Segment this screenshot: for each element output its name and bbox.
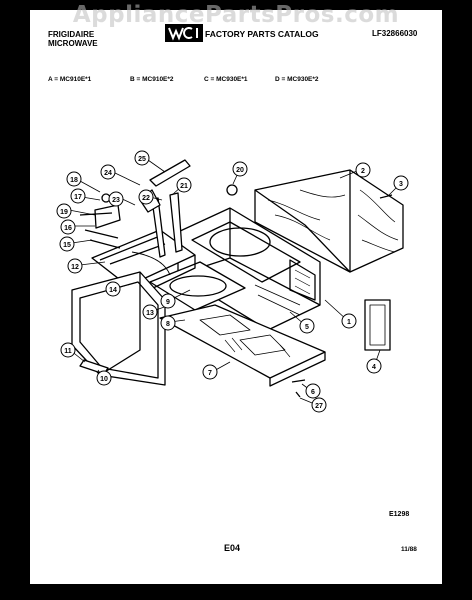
svg-text:12: 12: [71, 264, 79, 271]
callout-17: 17: [70, 188, 86, 204]
callout-27: 27: [311, 397, 327, 413]
callout-21: 21: [176, 177, 192, 193]
svg-text:8: 8: [166, 321, 170, 328]
catalog-title: FACTORY PARTS CATALOG: [205, 29, 319, 39]
page-number: E04: [224, 543, 241, 553]
svg-text:13: 13: [146, 310, 154, 317]
callout-7: 7: [202, 364, 218, 380]
svg-text:9: 9: [166, 299, 170, 306]
callout-11: 11: [60, 342, 76, 358]
svg-text:18: 18: [70, 177, 78, 184]
callout-18: 18: [66, 171, 82, 187]
svg-text:4: 4: [372, 364, 376, 371]
callouts: 24 25 20 2 3 18 17 23 22 21 19 16 15 12 …: [56, 150, 409, 413]
callout-19: 19: [56, 203, 72, 219]
brand-line-1: FRIGIDAIRE: [48, 30, 95, 39]
svg-text:10: 10: [100, 376, 108, 383]
brand-block: FRIGIDAIRE MICROWAVE: [48, 30, 98, 48]
callout-20: 20: [232, 161, 248, 177]
svg-text:23: 23: [112, 197, 120, 204]
svg-text:5: 5: [305, 324, 309, 331]
svg-text:21: 21: [180, 183, 188, 190]
revision-date: 11/88: [401, 546, 417, 553]
svg-text:17: 17: [74, 194, 82, 201]
svg-text:15: 15: [63, 242, 71, 249]
back-cover: [364, 299, 391, 351]
model-a: A = MC910E*1: [48, 76, 92, 83]
svg-text:25: 25: [138, 156, 146, 163]
svg-text:24: 24: [104, 170, 112, 177]
oven-door: [71, 271, 166, 386]
callout-13: 13: [142, 304, 158, 320]
callout-23: 23: [108, 191, 124, 207]
callout-2: 2: [355, 162, 371, 178]
callout-9: 9: [160, 293, 176, 309]
model-c: C = MC930E*1: [204, 76, 248, 83]
turntable-tray: [149, 261, 246, 311]
svg-text:14: 14: [109, 287, 117, 294]
callout-25: 25: [134, 150, 150, 166]
callout-5: 5: [299, 318, 315, 334]
svg-text:16: 16: [64, 225, 72, 232]
brand-line-2: MICROWAVE: [48, 39, 98, 48]
callout-22: 22: [138, 189, 154, 205]
callout-16: 16: [60, 219, 76, 235]
svg-text:3: 3: [399, 181, 403, 188]
wci-logo: [165, 24, 203, 42]
svg-text:11: 11: [64, 348, 72, 355]
figure-code: E1298: [389, 511, 410, 518]
svg-text:2: 2: [361, 168, 365, 175]
svg-text:27: 27: [315, 403, 323, 410]
svg-text:1: 1: [347, 319, 351, 326]
watermark: AppliancePartsPros.com: [72, 2, 400, 28]
callout-15: 15: [59, 236, 75, 252]
callout-3: 3: [393, 175, 409, 191]
callout-14: 14: [105, 281, 121, 297]
svg-text:7: 7: [208, 370, 212, 377]
model-b: B = MC910E*2: [130, 76, 174, 83]
outer-cabinet: [254, 169, 404, 273]
callout-1: 1: [341, 313, 357, 329]
latch-bracket: [79, 159, 393, 398]
callout-12: 12: [67, 258, 83, 274]
svg-text:20: 20: [236, 167, 244, 174]
callout-10: 10: [96, 370, 112, 386]
callout-8: 8: [160, 315, 176, 331]
callout-24: 24: [100, 164, 116, 180]
svg-text:22: 22: [142, 195, 150, 202]
svg-text:19: 19: [60, 209, 68, 216]
svg-text:6: 6: [311, 389, 315, 396]
callout-6: 6: [305, 383, 321, 399]
callout-4: 4: [366, 358, 382, 374]
base-plate: [159, 304, 326, 387]
catalog-code: LF32866030: [372, 29, 418, 38]
model-d: D = MC930E*2: [275, 76, 319, 83]
